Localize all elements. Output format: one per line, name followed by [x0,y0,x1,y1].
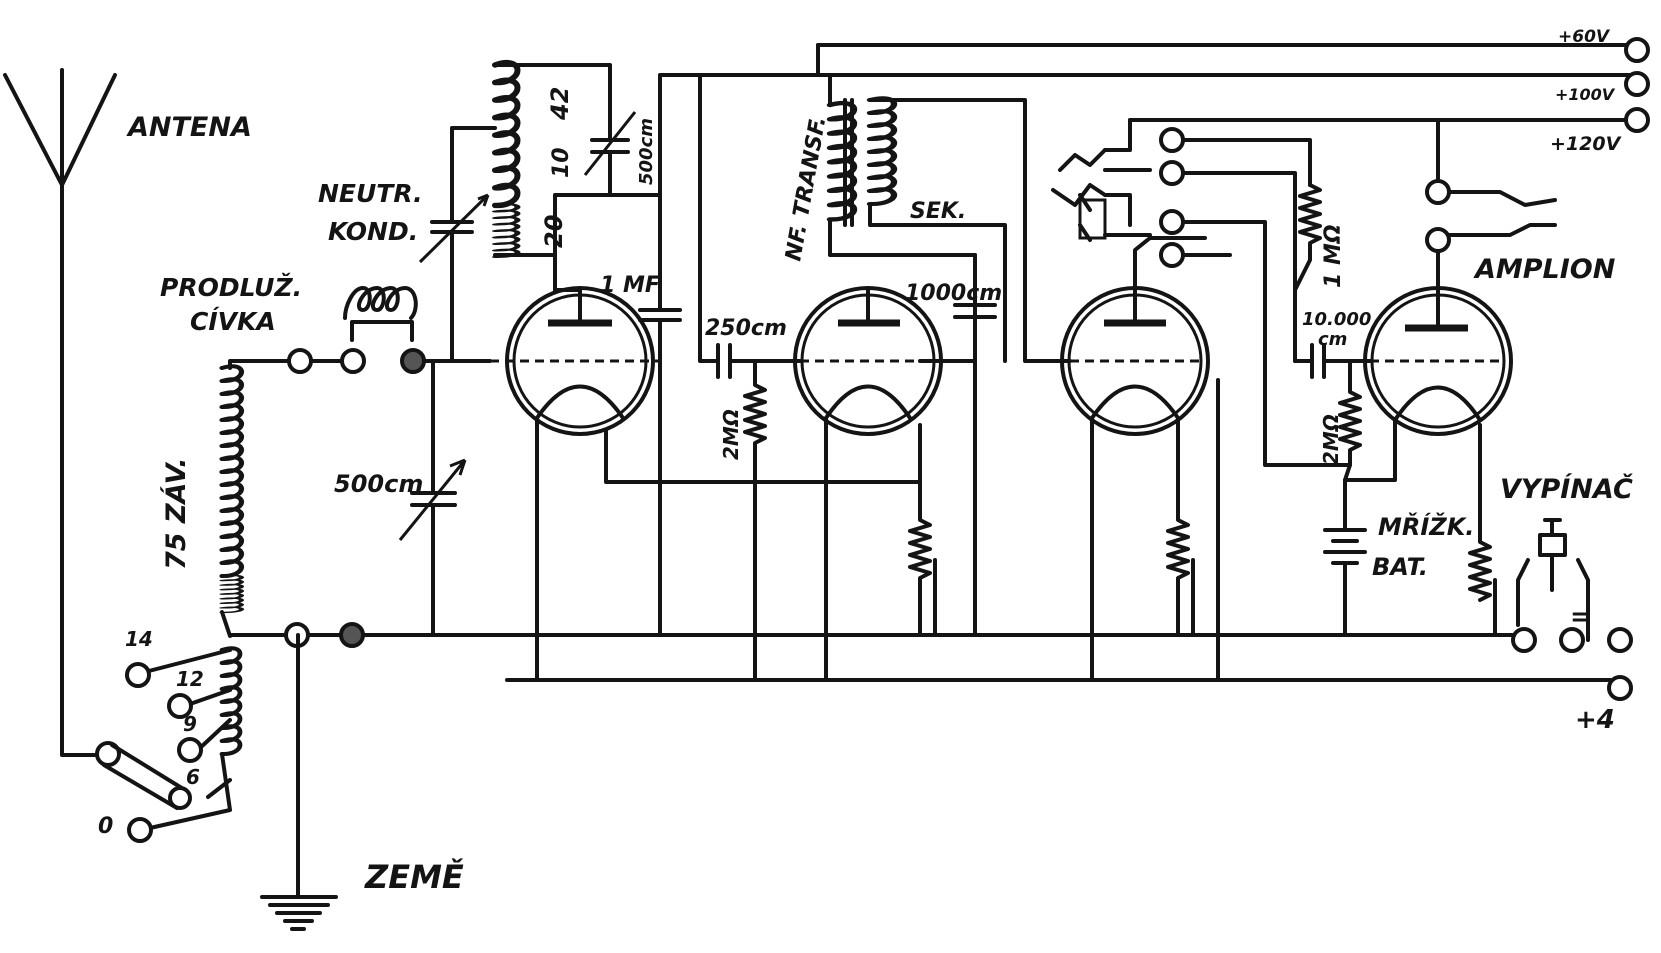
grid-leak-resistor-2m-a [743,359,767,682]
shorting-link [343,286,418,342]
af-transformer [830,73,1072,363]
extension-coil-label-2: CÍVKA [190,307,276,336]
coil-cap-500-label: 500cm [636,118,657,185]
res-2m-b-label: 2MΩ [1319,414,1343,465]
bypass-cap-label: 1 MF [600,273,660,298]
extension-coil [222,359,302,638]
coupling-capacitor-10000 [1293,343,1372,379]
ground-symbol [260,633,338,931]
tuning-capacitor-label: 500cm [334,470,423,498]
power-switch [1516,518,1590,642]
cap-250-label: 250cm [705,316,787,341]
vacuum-tube-2 [793,286,943,682]
supply-terminals [1511,37,1650,701]
res-1m-label: 1 MΩ [1321,224,1346,288]
extension-coil-label-1: PRODLUŽ. [160,272,302,302]
cap-10000-label-2: cm [1318,329,1347,350]
earth-label: ZEMĚ [364,858,464,896]
bypass-capacitor-1mf [638,193,682,637]
aerial-coil-tapped [143,648,240,830]
rf-coil [495,63,1640,257]
tap-0-label: 0 [98,814,113,839]
coil-tap-42: 42 [546,87,574,121]
vacuum-tube-4 [1343,248,1513,637]
grid-bias-battery [1323,528,1367,637]
antenna-tap-switch [95,741,192,810]
neutr-cap-label-2: KOND. [328,217,418,246]
tap-9-label: 9 [183,712,197,736]
res-2m-a-label: 2MΩ [719,409,743,460]
grid-bat-label-2: BAT. [1372,553,1428,581]
neutr-cap-label-1: NEUTR. [318,179,423,208]
antenna-label: ANTENA [126,112,252,143]
v120-label: +120V [1550,133,1622,155]
tap-14-label: 14 [125,627,153,651]
grid-leak-resistor-2m-b [1338,359,1362,532]
coupling-capacitor-250 [698,73,802,379]
minus-label: = [1570,602,1592,632]
transformer-label: NF. TRANSF. [781,115,831,263]
tuning-capacitor-500 [398,359,467,637]
speaker-terminals [1425,118,1557,253]
secondary-label: SEK. [910,199,966,224]
extension-coil-terminals [284,348,492,648]
tap-12-label: 12 [176,667,204,691]
coil-turns-label: 75 ZÁV. [160,457,192,570]
vacuum-tube-1 [490,253,922,682]
bypass-capacitor-1000 [953,253,997,637]
cap-1000-label: 1000cm [905,281,1002,306]
plate-resistor-1m [1293,183,1322,363]
grid-bat-label-1: MŘÍŽK. [1378,511,1474,541]
coil-tap-10: 10 [549,147,574,178]
headphone-jack [1051,118,1402,242]
jack-terminals [1159,127,1352,467]
plus4-label: +4 [1575,705,1615,735]
cap-10000-label-1: 10.000 [1302,309,1371,330]
coil-tap-terminals [125,662,203,843]
neutralizing-capacitor [418,126,497,363]
coil-tap-20: 20 [540,215,568,248]
vacuum-tube-3 [1060,236,1220,682]
v60-label: +60V [1558,27,1611,47]
speaker-label: AMPLION [1473,254,1616,285]
supply-rails [816,43,1627,122]
antenna-symbol [3,68,117,757]
tap-6-label: 6 [186,765,200,789]
v100-label: +100V [1555,85,1616,104]
switch-label: VYPÍNAČ [1500,473,1633,505]
